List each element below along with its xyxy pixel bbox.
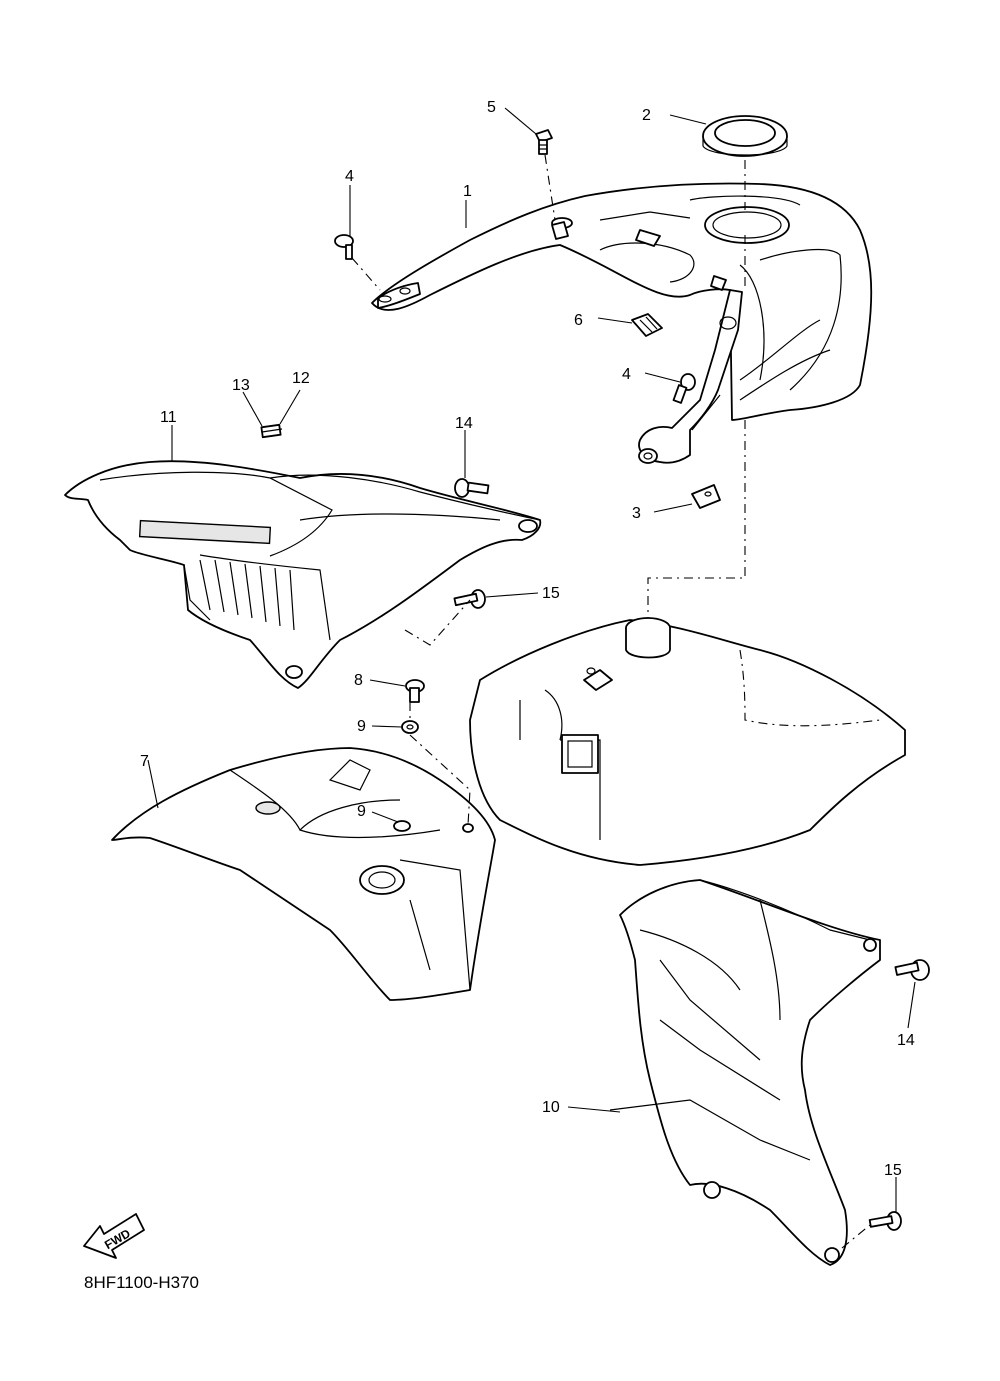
callout-11: 11 [160, 409, 177, 426]
callout-10: 10 [542, 1099, 560, 1116]
leader-lines [147, 107, 916, 1212]
part-inner-panel [111, 747, 496, 1001]
callout-14-right: 14 [897, 1032, 915, 1049]
callout-6: 6 [574, 312, 583, 329]
part-screw-4b [672, 373, 696, 404]
fwd-arrow-icon: FWD [83, 1213, 145, 1259]
part-bolt-8 [405, 679, 425, 703]
part-cap-ring [702, 115, 788, 157]
part-side-cover-left [64, 460, 542, 689]
part-washer-9a [401, 720, 419, 734]
part-screw-14b [894, 959, 930, 981]
part-clip-6 [631, 313, 663, 337]
callout-15-left: 15 [542, 585, 560, 602]
callout-12: 12 [292, 370, 310, 387]
part-side-cover-right [609, 879, 881, 1266]
callout-1: 1 [463, 183, 472, 200]
part-screw-15a [453, 589, 486, 609]
callout-9-lower: 9 [357, 803, 366, 820]
part-damper-12-13 [260, 423, 283, 439]
callout-3: 3 [632, 505, 641, 522]
callout-13: 13 [232, 377, 250, 394]
callout-14-left: 14 [455, 415, 473, 432]
callout-4-right: 4 [622, 366, 631, 383]
part-screw-14a [454, 478, 490, 498]
callout-4-top: 4 [345, 168, 354, 185]
part-tank-cover [371, 182, 873, 464]
callout-2: 2 [642, 107, 651, 124]
callout-9-upper: 9 [357, 718, 366, 735]
part-screw-4a [334, 234, 354, 260]
diagram-code: 8HF1100-H370 [84, 1273, 199, 1292]
callout-5: 5 [487, 99, 496, 116]
callout-7: 7 [140, 753, 149, 770]
part-bolt-5 [535, 129, 553, 155]
part-clip-3 [691, 484, 721, 509]
part-fuel-tank [469, 617, 906, 866]
assembly-lines [351, 154, 871, 1249]
part-screw-15b [868, 1211, 902, 1231]
callout-8: 8 [354, 672, 363, 689]
callout-15-right: 15 [884, 1162, 902, 1179]
